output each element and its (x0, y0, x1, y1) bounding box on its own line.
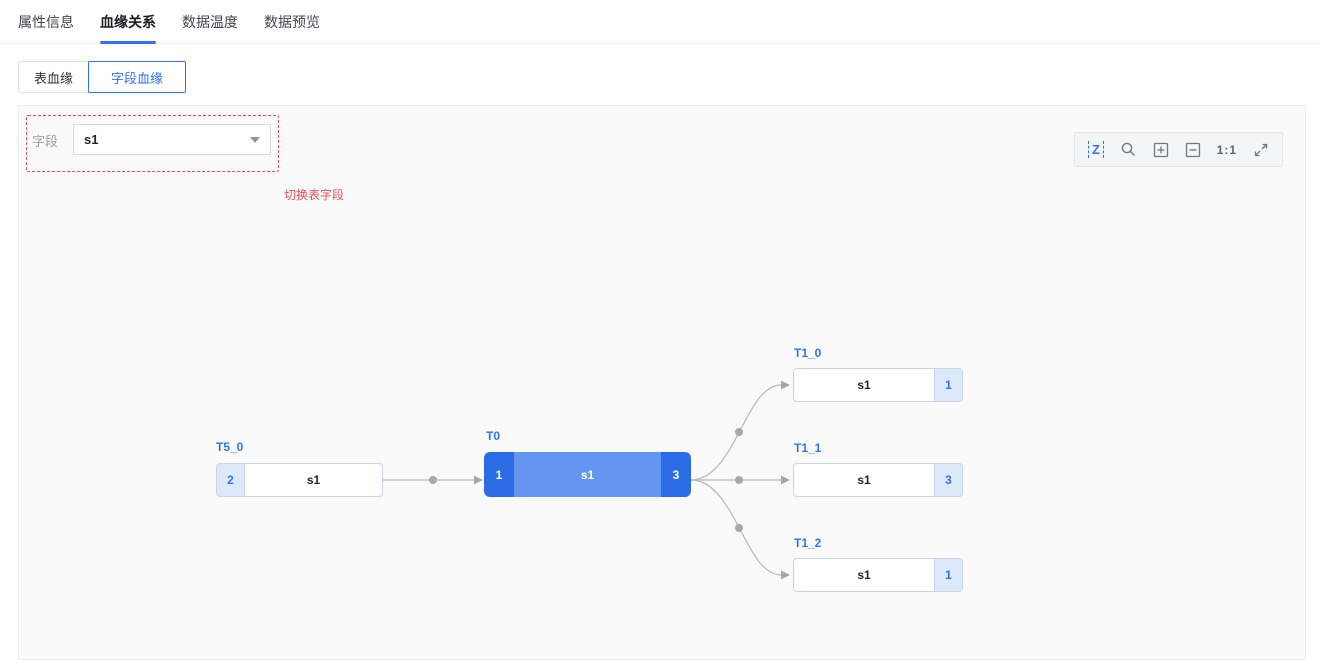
table-lineage-button[interactable]: 表血缘 (18, 61, 90, 93)
table-label-t0[interactable]: T0 (486, 429, 501, 443)
field-select-dropdown[interactable]: s1 (73, 124, 271, 155)
table-label-t5_0[interactable]: T5_0 (216, 440, 244, 454)
edge-t0-t1_0 (690, 384, 782, 481)
arrowhead-icon (474, 475, 483, 485)
field-count-badge: 3 (934, 464, 962, 496)
tab-data-preview[interactable]: 数据预览 (264, 13, 320, 30)
field-select-value: s1 (84, 132, 99, 147)
lineage-node-t1_0[interactable]: s1 1 (793, 368, 963, 402)
fit-content-icon[interactable]: Z (1088, 139, 1104, 161)
graph-toolbar: Z 1:1 (1074, 132, 1283, 167)
table-label-t1_0[interactable]: T1_0 (794, 346, 822, 360)
field-count-badge: 1 (934, 369, 962, 401)
field-count-badge: 1 (484, 452, 514, 497)
field-count-badge: 1 (934, 559, 962, 591)
field-count-badge: 2 (217, 464, 245, 496)
arrowhead-icon (781, 380, 790, 390)
lineage-canvas[interactable]: 字段 s1 切换表字段 Z 1:1 (18, 105, 1306, 660)
field-name: s1 (857, 378, 871, 392)
field-lineage-button[interactable]: 字段血缘 (88, 61, 187, 93)
lineage-node-t1_1[interactable]: s1 3 (793, 463, 963, 497)
edge-midpoint-dot[interactable] (429, 476, 437, 484)
lineage-node-t5_0[interactable]: 2 s1 (216, 463, 383, 497)
field-count-badge: 3 (661, 452, 691, 497)
detail-tabbar: 属性信息 血缘关系 数据温度 数据预览 (0, 0, 1320, 44)
arrowhead-icon (781, 475, 790, 485)
arrowhead-icon (781, 570, 790, 580)
edge-midpoint-dot[interactable] (735, 524, 743, 532)
field-name: s1 (514, 452, 661, 497)
lineage-node-t0[interactable]: 1 s1 3 (484, 452, 691, 497)
tab-attribute-info[interactable]: 属性信息 (18, 13, 74, 30)
edge-midpoint-dot[interactable] (735, 476, 743, 484)
edge-t0-t1_2 (690, 479, 782, 576)
table-label-t1_2[interactable]: T1_2 (794, 536, 822, 550)
chevron-down-icon (250, 136, 260, 143)
field-selector-highlight: 字段 s1 (26, 115, 279, 172)
lineage-type-toggle: 表血缘 字段血缘 (18, 61, 1320, 93)
lineage-node-t1_2[interactable]: s1 1 (793, 558, 963, 592)
zoom-in-icon[interactable] (1153, 139, 1169, 161)
actual-size-button[interactable]: 1:1 (1216, 142, 1238, 157)
search-icon[interactable] (1120, 139, 1137, 161)
field-name: s1 (857, 473, 871, 487)
tab-data-temperature[interactable]: 数据温度 (182, 13, 238, 30)
table-label-t1_1[interactable]: T1_1 (794, 441, 822, 455)
fullscreen-icon[interactable] (1253, 139, 1269, 161)
field-name: s1 (306, 473, 321, 487)
field-selector-label: 字段 (32, 134, 59, 149)
zoom-out-icon[interactable] (1185, 139, 1201, 161)
field-name: s1 (857, 568, 871, 582)
tab-lineage[interactable]: 血缘关系 (100, 0, 156, 44)
edge-midpoint-dot[interactable] (735, 428, 743, 436)
lineage-edges (383, 380, 790, 580)
switch-field-hint: 切换表字段 (284, 188, 345, 202)
